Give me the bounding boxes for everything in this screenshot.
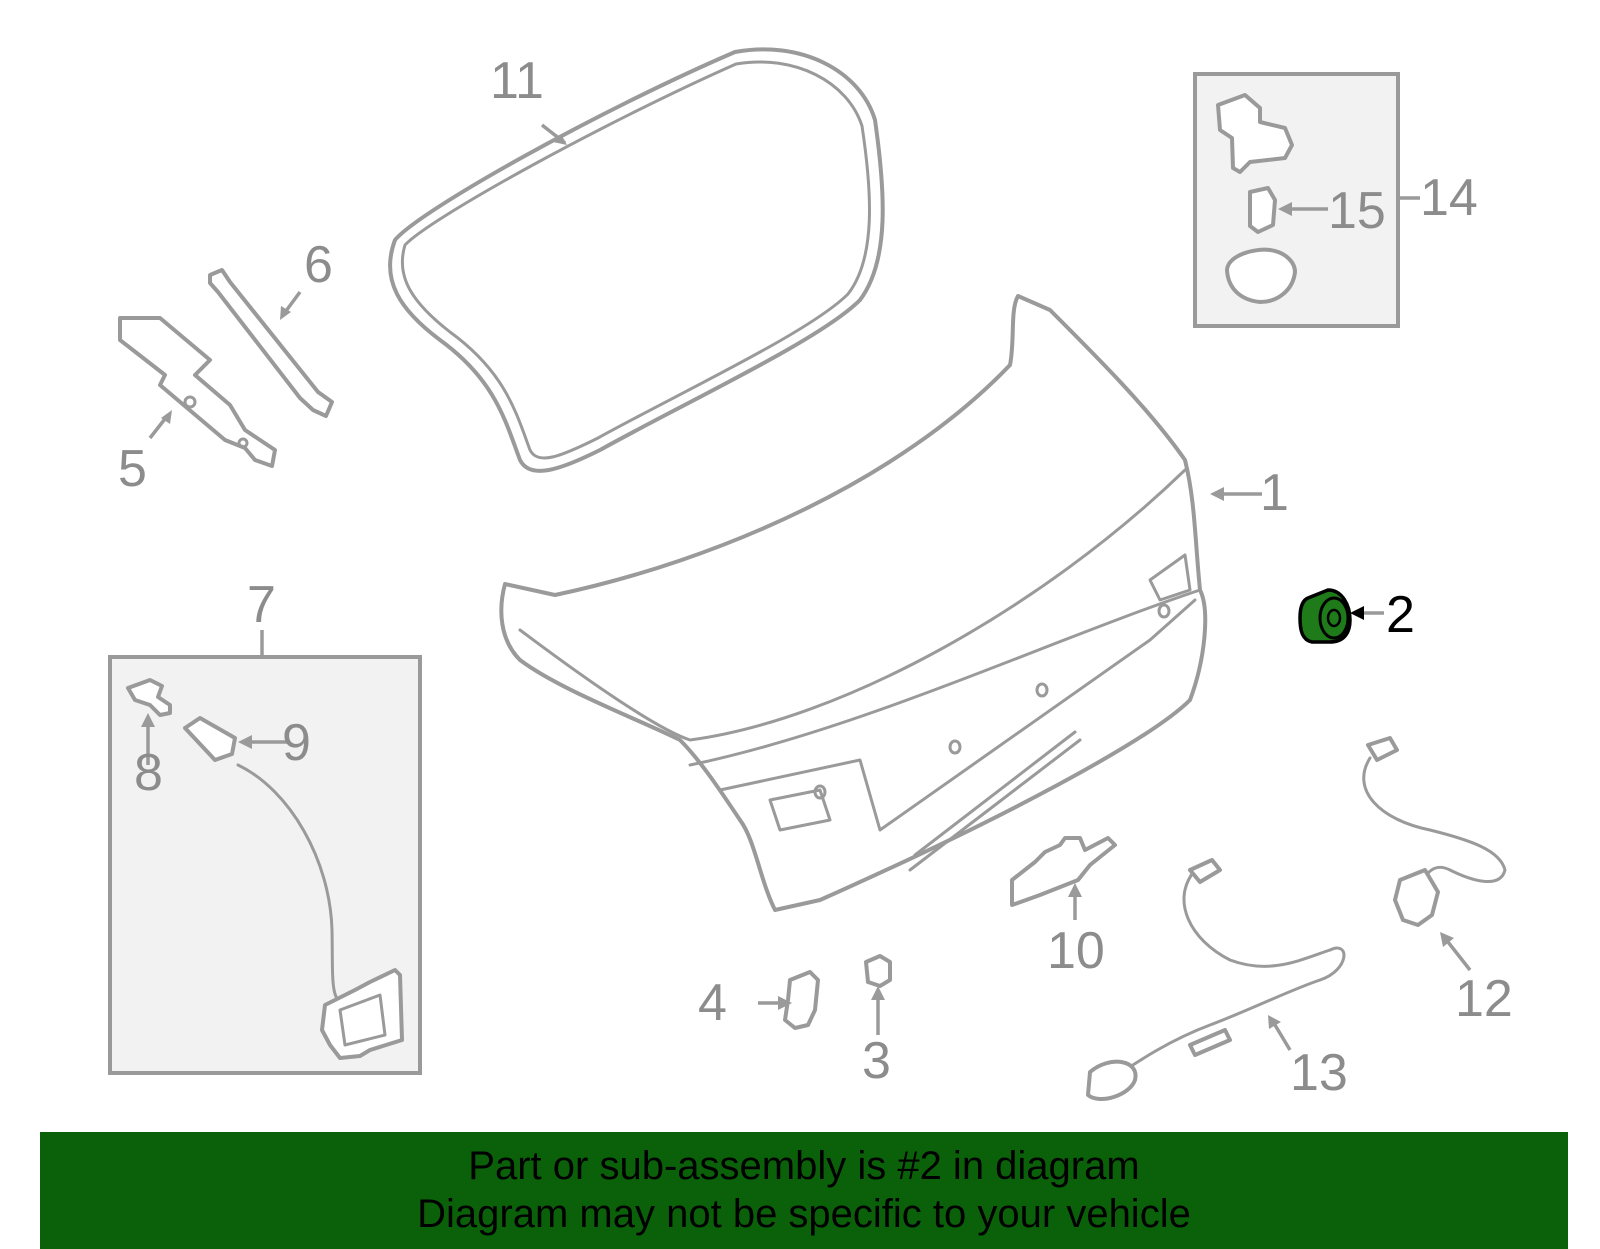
part-15-bulb — [1248, 186, 1277, 234]
callout-6: 6 — [304, 236, 333, 294]
callout-3: 3 — [862, 1032, 891, 1090]
leader-lines — [141, 123, 1472, 1051]
part-4-bumper — [783, 970, 820, 1030]
part-6-torsion-rod — [208, 268, 334, 418]
part-2-bushing — [1298, 588, 1352, 644]
banner-line-1: Part or sub-assembly is #2 in diagram — [468, 1144, 1140, 1188]
part-9-switch — [183, 716, 237, 762]
banner-line-2: Diagram may not be specific to your vehi… — [417, 1192, 1191, 1236]
callout-8: 8 — [134, 744, 163, 802]
callout-4: 4 — [698, 974, 727, 1032]
part-13-harness — [1086, 858, 1346, 1101]
callout-10: 10 — [1047, 922, 1105, 980]
callout-14: 14 — [1420, 169, 1478, 227]
callout-15: 15 — [1328, 182, 1386, 240]
part-11-weatherstrip — [388, 47, 885, 473]
callout-13: 13 — [1290, 1044, 1348, 1102]
part-5-hinge-bracket — [118, 316, 277, 468]
callout-5: 5 — [118, 440, 147, 498]
part-1-trunk-lid — [499, 294, 1208, 912]
part-3-stopper — [864, 954, 892, 988]
callout-11: 11 — [490, 52, 544, 110]
part-12-harness — [1362, 736, 1507, 927]
callout-7: 7 — [247, 576, 276, 634]
callout-2: 2 — [1386, 586, 1415, 644]
callout-12: 12 — [1455, 970, 1513, 1028]
part-7-assembly-box — [108, 630, 422, 1075]
part-14-assembly-box — [1193, 72, 1420, 328]
callout-labels: 11 6 5 1 2 7 8 9 10 12 13 14 15 4 3 — [118, 52, 1513, 1102]
callout-1: 1 — [1260, 464, 1289, 522]
part-8-clip — [126, 678, 172, 717]
callout-9: 9 — [282, 714, 311, 772]
part-10-bracket — [1010, 836, 1117, 907]
info-banner: Part or sub-assembly is #2 in diagram Di… — [40, 1132, 1568, 1249]
